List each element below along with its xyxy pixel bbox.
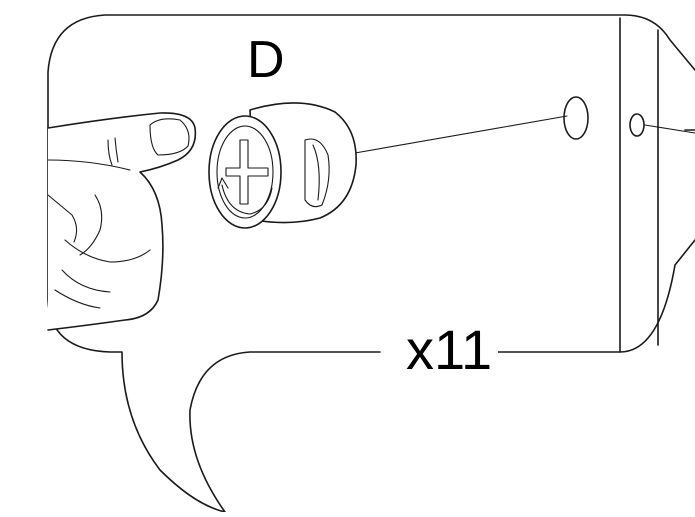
drill-hole-icon — [629, 113, 645, 137]
cam-lock-fitting-icon — [208, 102, 357, 229]
drill-hole-icon — [563, 96, 589, 140]
rotation-arrow-icon — [221, 184, 273, 215]
insertion-guide-line — [354, 115, 568, 154]
callout-bubble-icon — [47, 14, 695, 513]
panel-edge-icon — [619, 17, 695, 353]
step-label: D — [247, 31, 285, 89]
rotation-arrow-head — [217, 177, 229, 189]
pointing-hand-icon — [47, 112, 197, 331]
quantity-label: x11 — [400, 322, 499, 378]
hole-leader-line — [644, 124, 695, 134]
